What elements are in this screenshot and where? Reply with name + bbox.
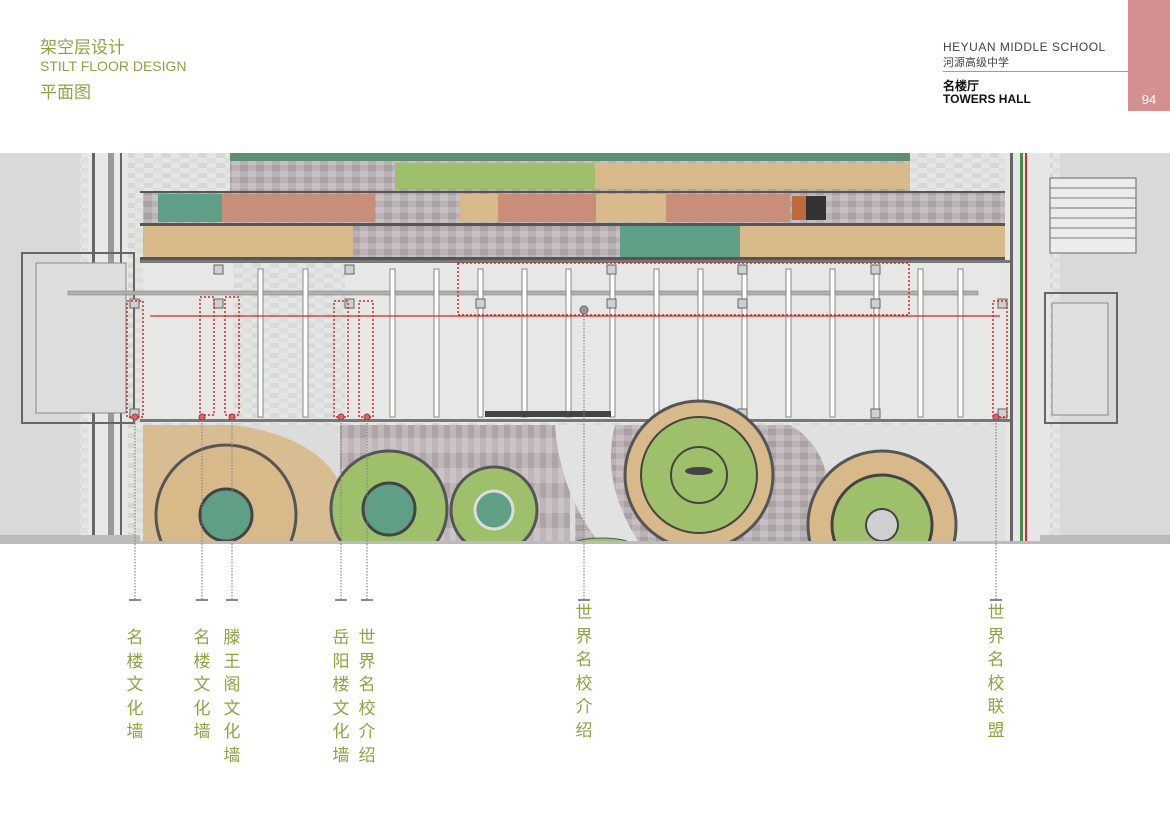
- page-title: 架空层设计: [40, 38, 125, 58]
- header-divider: [943, 71, 1130, 72]
- school-name-en: HEYUAN MIDDLE SCHOOL: [943, 40, 1106, 54]
- floor-plan: [0, 153, 1170, 544]
- stair: [1049, 177, 1137, 254]
- page-header: 架空层设计 STILT FLOOR DESIGN 平面图: [40, 38, 187, 103]
- school-name-zh: 河源高级中学: [943, 57, 1009, 69]
- label-world-university-alliance: 世界名校联盟: [987, 603, 1005, 741]
- label-famous-tower-wall-1: 名楼文化墙: [126, 628, 144, 742]
- label-world-university-intro-2: 世界名校介绍: [575, 603, 593, 741]
- vertical-bars: [257, 268, 964, 418]
- left-wall: [0, 153, 140, 544]
- hall-name-en: TOWERS HALL: [943, 92, 1031, 106]
- leader-lines-lower: [129, 544, 1002, 601]
- callout-labels: 名楼文化墙 名楼文化墙 滕王阁文化墙 岳阳楼文化墙 世界名校介绍 世界名校介绍 …: [0, 600, 1170, 820]
- section-subtitle: 平面图: [40, 83, 91, 103]
- planter-5: [806, 449, 958, 544]
- project-info: HEYUAN MIDDLE SCHOOL 河源高级中学 名楼厅 TOWERS H…: [943, 40, 1130, 106]
- label-tengwang-pavilion-wall: 滕王阁文化墙: [223, 628, 241, 766]
- planter-3: [449, 465, 539, 544]
- planter-2: [329, 449, 449, 544]
- top-strips: [140, 153, 1010, 260]
- label-yueyang-tower-wall: 岳阳楼文化墙: [332, 628, 350, 766]
- page-title-en: STILT FLOOR DESIGN: [40, 58, 187, 74]
- hall-name-zh: 名楼厅: [943, 79, 980, 93]
- page-number-tab: 94: [1128, 0, 1170, 111]
- planter-1: [154, 443, 298, 544]
- leader-lines-upper: [134, 310, 997, 544]
- label-world-university-intro-1: 世界名校介绍: [358, 628, 376, 766]
- page-number: 94: [1141, 92, 1157, 107]
- right-wall: [1005, 153, 1170, 544]
- label-famous-tower-wall-2: 名楼文化墙: [193, 628, 211, 742]
- bench: [485, 411, 611, 417]
- planter-4: [623, 399, 775, 544]
